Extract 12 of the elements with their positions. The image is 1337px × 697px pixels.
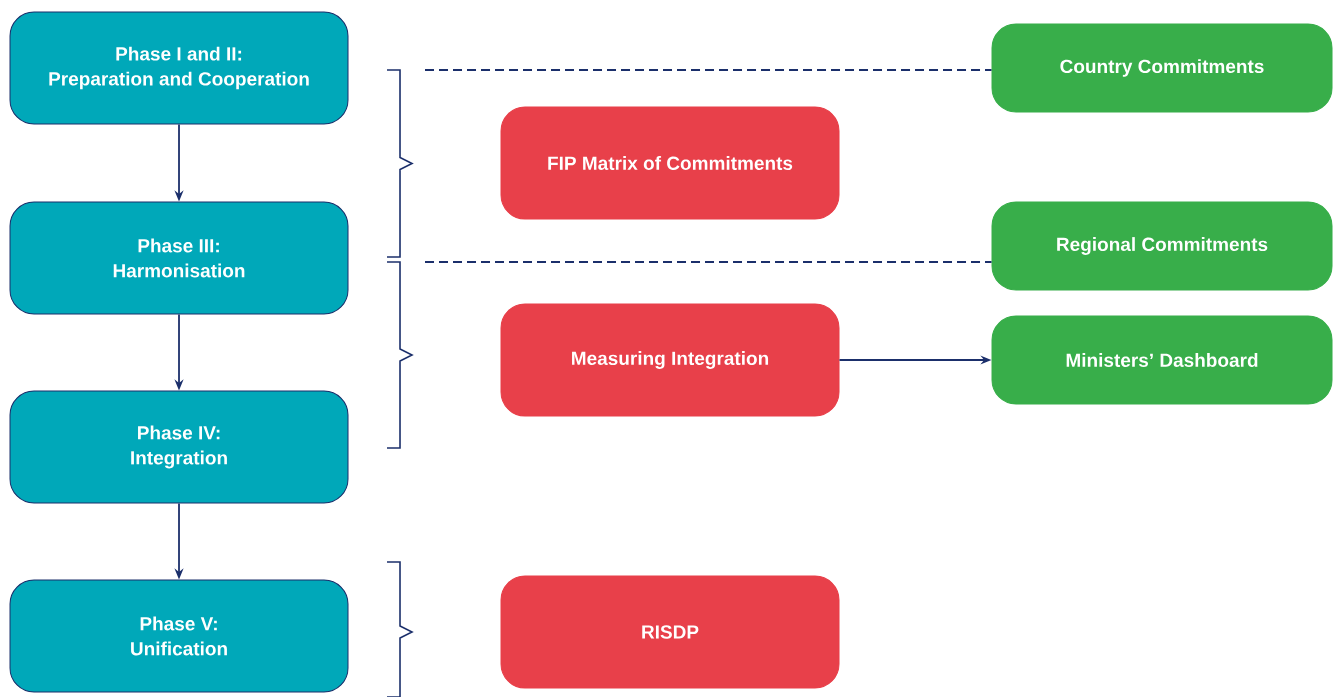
commitment-box: Ministers’ Dashboard [991, 315, 1333, 405]
phase-box: Phase V: Unification [9, 579, 349, 693]
connector-line [424, 69, 993, 71]
connector-line [424, 261, 993, 263]
phase-box: Phase III: Harmonisation [9, 201, 349, 315]
commitment-box: Regional Commitments [991, 201, 1333, 291]
output-box: FIP Matrix of Commitments [500, 106, 840, 220]
phase-box: Phase I and II: Preparation and Cooperation [9, 11, 349, 125]
output-box: Measuring Integration [500, 303, 840, 417]
phase-box: Phase IV: Integration [9, 390, 349, 504]
output-box: RISDP [500, 575, 840, 689]
commitment-box: Country Commitments [991, 23, 1333, 113]
